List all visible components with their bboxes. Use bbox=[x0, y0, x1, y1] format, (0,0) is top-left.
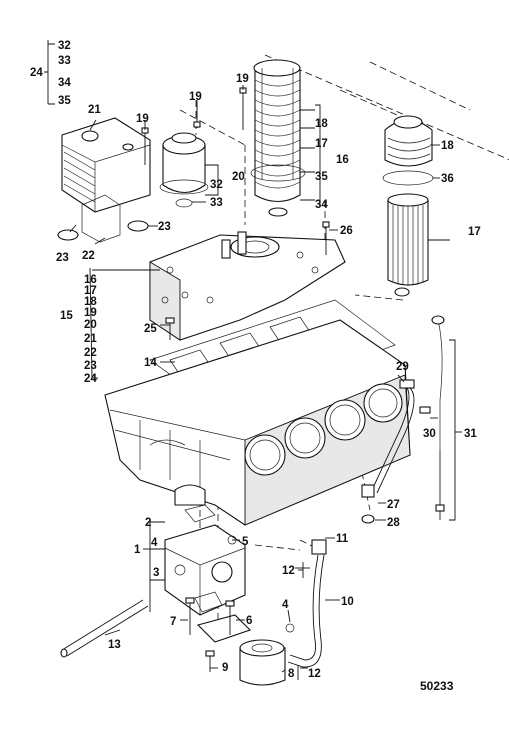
callout-34: 34 bbox=[315, 199, 328, 211]
callout-29: 29 bbox=[396, 361, 409, 373]
callout-14: 14 bbox=[144, 357, 157, 369]
lower-oil-adapter bbox=[185, 562, 304, 686]
callout-17: 17 bbox=[468, 226, 481, 238]
engine-block bbox=[104, 319, 411, 526]
filter-housing-stack bbox=[239, 59, 306, 217]
callout-19: 19 bbox=[84, 307, 97, 319]
callout-32: 32 bbox=[58, 40, 71, 52]
callout-16: 16 bbox=[84, 274, 97, 286]
callout-31: 31 bbox=[464, 428, 477, 440]
valley-cover bbox=[149, 221, 346, 341]
callout-33: 33 bbox=[58, 55, 71, 67]
callout-2: 2 bbox=[145, 517, 151, 529]
oil-pickup-tube bbox=[287, 539, 327, 668]
callout-24: 24 bbox=[84, 373, 97, 385]
callout-20: 20 bbox=[84, 319, 97, 331]
dipstick-and-tube bbox=[361, 315, 445, 524]
callout-24: 24 bbox=[30, 67, 43, 79]
callout-36: 36 bbox=[441, 173, 454, 185]
callout-18: 18 bbox=[315, 118, 328, 130]
reference-number: 50233 bbox=[420, 679, 454, 693]
callout-7: 7 bbox=[170, 616, 176, 628]
callout-20: 20 bbox=[232, 171, 245, 183]
callout-12: 12 bbox=[282, 565, 295, 577]
callout-22: 22 bbox=[82, 250, 95, 262]
callout-17: 17 bbox=[315, 138, 328, 150]
callout-10: 10 bbox=[341, 596, 354, 608]
callout-12: 12 bbox=[308, 668, 321, 680]
callout-13: 13 bbox=[108, 639, 121, 651]
oil-cooler bbox=[57, 117, 151, 243]
callout-27: 27 bbox=[387, 499, 400, 511]
callout-11: 11 bbox=[336, 533, 349, 545]
callout-32: 32 bbox=[210, 179, 223, 191]
callout-22: 22 bbox=[84, 347, 97, 359]
callout-35: 35 bbox=[315, 171, 328, 183]
callout-25: 25 bbox=[144, 323, 157, 335]
callout-21: 21 bbox=[88, 104, 101, 116]
callout-33: 33 bbox=[210, 197, 223, 209]
callout-8: 8 bbox=[288, 668, 295, 680]
drain-hose bbox=[60, 599, 149, 658]
callout-4: 4 bbox=[282, 599, 289, 611]
leader-lines bbox=[44, 40, 462, 673]
callout-18: 18 bbox=[84, 296, 97, 308]
callout-19: 19 bbox=[189, 91, 202, 103]
callout-17: 17 bbox=[84, 285, 97, 297]
callout-4: 4 bbox=[151, 537, 158, 549]
callout-26: 26 bbox=[340, 225, 353, 237]
callout-34: 34 bbox=[58, 77, 71, 89]
callout-9: 9 bbox=[222, 662, 228, 674]
callout-1: 1 bbox=[134, 544, 141, 556]
filter-adapter-housing bbox=[141, 102, 209, 208]
callout-30: 30 bbox=[423, 428, 436, 440]
callout-15: 15 bbox=[60, 310, 73, 322]
callout-23: 23 bbox=[158, 221, 171, 233]
callout-5: 5 bbox=[242, 536, 249, 548]
oil-pump bbox=[164, 504, 295, 633]
callout-labels: 24 32 33 34 35 21 19 19 19 18 17 16 35 3… bbox=[30, 40, 481, 693]
callout-23: 23 bbox=[56, 252, 69, 264]
callout-21: 21 bbox=[84, 333, 97, 345]
oil-filter-cap-and-element bbox=[382, 115, 434, 297]
callout-16: 16 bbox=[336, 154, 349, 166]
callout-19: 19 bbox=[236, 73, 249, 85]
callout-18: 18 bbox=[441, 140, 454, 152]
callout-3: 3 bbox=[153, 567, 159, 579]
callout-23: 23 bbox=[84, 360, 97, 372]
callout-28: 28 bbox=[387, 517, 400, 529]
callout-35: 35 bbox=[58, 95, 71, 107]
callout-19: 19 bbox=[136, 113, 149, 125]
callout-6: 6 bbox=[246, 615, 252, 627]
